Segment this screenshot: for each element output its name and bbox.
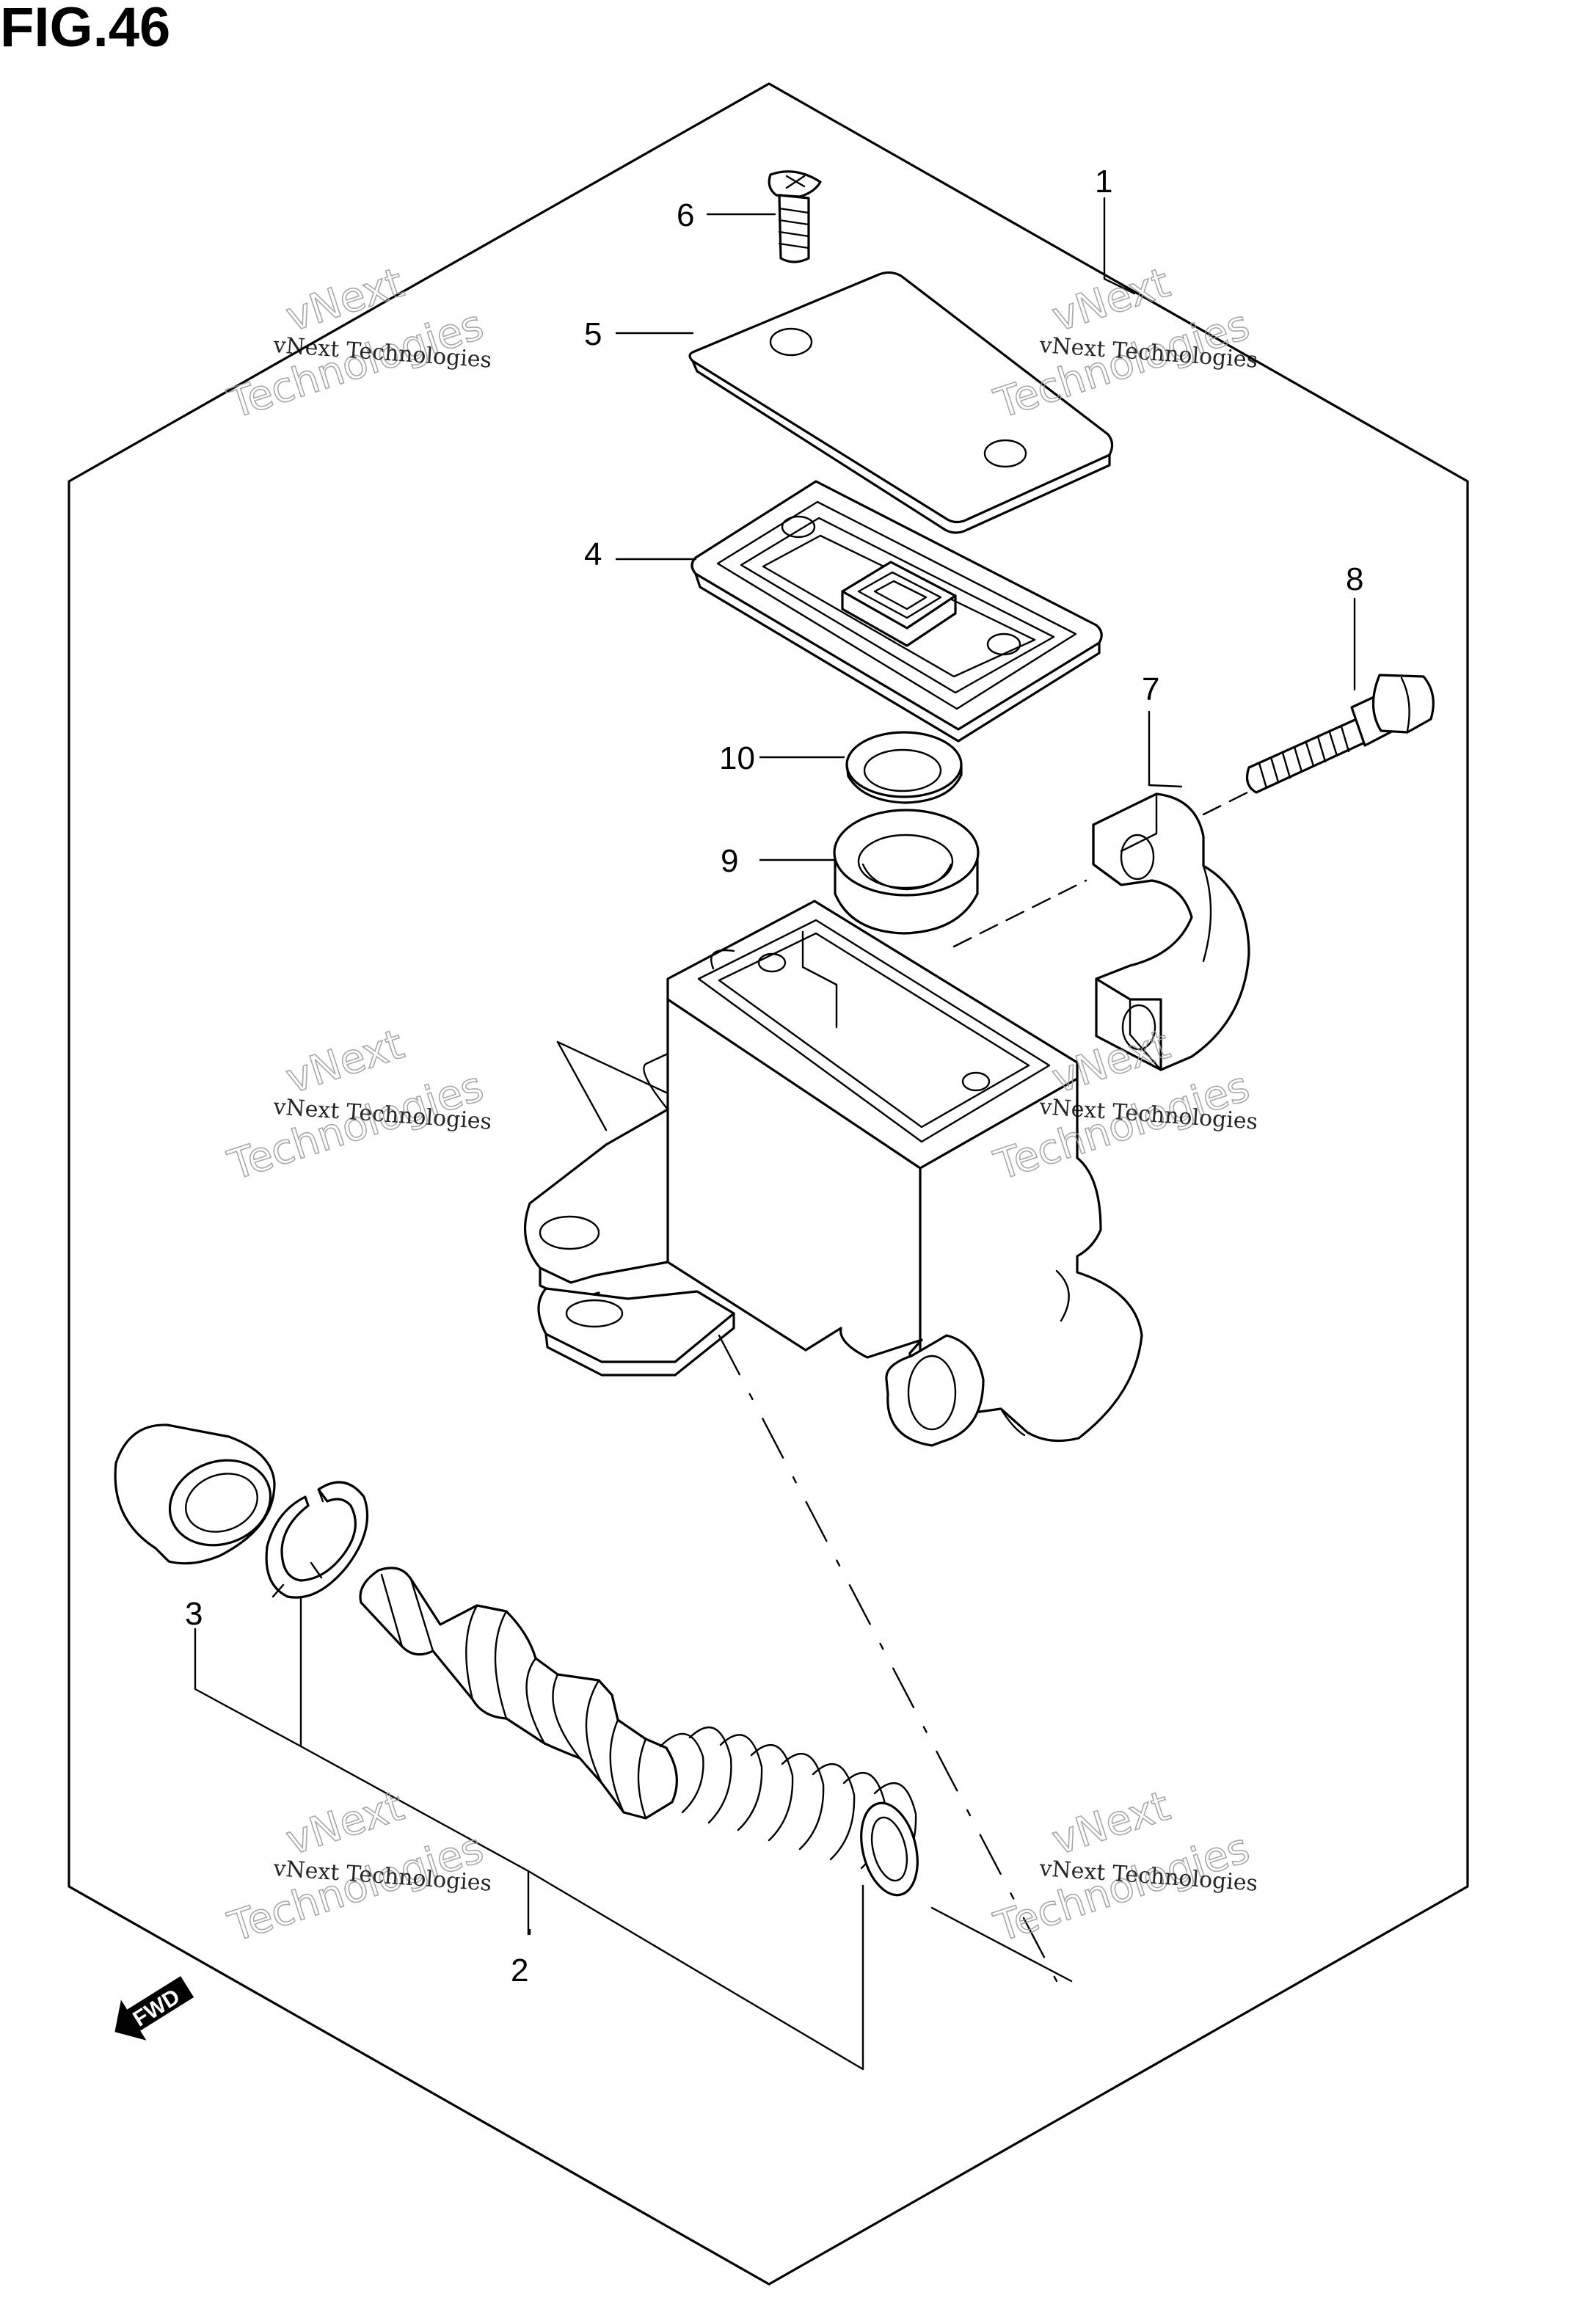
part-4-diaphragm — [690, 480, 1103, 743]
part-5-cap — [688, 271, 1114, 534]
callout-1: 1 — [1095, 164, 1112, 200]
part-7-clamp — [1092, 792, 1250, 1071]
leader-lines — [194, 197, 1356, 2071]
part-3-boot — [114, 1423, 276, 1565]
watermark-mid-left: vNext Technologies vNext Technologies — [222, 1020, 492, 1190]
watermark-top-right: vNext Technologies vNext Technologies — [988, 258, 1258, 429]
callout-3: 3 — [185, 1596, 203, 1632]
watermark-top-left: vNext Technologies vNext Technologies — [222, 258, 492, 429]
part-10-washer — [845, 731, 963, 804]
figure-title: FIG.46 — [0, 0, 171, 59]
callout-5: 5 — [584, 316, 602, 352]
master-cylinder-body — [524, 900, 1143, 1447]
part-6-screw — [768, 170, 822, 263]
callout-7: 7 — [1142, 671, 1159, 707]
part-circlip — [265, 1481, 369, 1599]
part-9-boot — [833, 809, 980, 935]
callout-10: 10 — [719, 740, 755, 776]
part-8-bolt — [1246, 674, 1435, 794]
callout-8: 8 — [1346, 561, 1363, 597]
callout-9: 9 — [721, 843, 738, 879]
watermark-bottom-right: vNext Technologies vNext Technologies — [988, 1782, 1258, 1952]
callout-6: 6 — [677, 197, 694, 233]
callout-2: 2 — [511, 1953, 528, 1988]
callout-4: 4 — [584, 536, 602, 572]
fwd-arrow-icon: FWD — [114, 1976, 194, 2041]
part-2-piston-assembly — [359, 1567, 919, 1897]
watermark-bottom-left: vNext Technologies vNext Technologies — [222, 1782, 492, 1952]
assembly-boundary — [68, 82, 1469, 2286]
